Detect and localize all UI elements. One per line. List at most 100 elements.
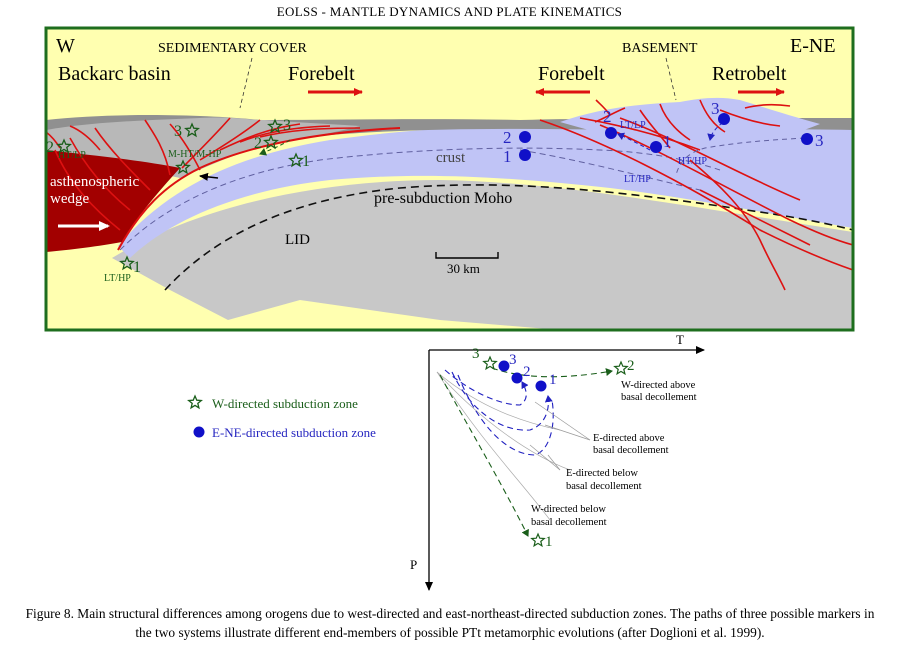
scale-bar	[435, 252, 499, 259]
blue-dot-3a	[718, 113, 730, 125]
label-forebelt-right: Forebelt	[538, 63, 605, 85]
label-scale: 30 km	[447, 261, 480, 276]
blue-number-1b: 1	[663, 132, 672, 151]
section-frame	[44, 26, 855, 332]
label-backarc-basin: Backarc basin	[58, 63, 171, 85]
blue-dot-2b	[605, 127, 617, 139]
blue-dot-2a	[519, 131, 531, 143]
pt-diagram: T P 3 3 2 1 2 1 W-	[410, 332, 705, 591]
legend-blue-label: E-NE-directed subduction zone	[212, 425, 376, 440]
cross-section: W E-NE SEDIMENTARY COVER BASEMENT Backar…	[44, 26, 855, 332]
blue-dot-1b	[650, 141, 662, 153]
pt-number-3-green: 3	[472, 346, 480, 362]
blue-number-2a: 2	[503, 128, 512, 147]
green-star-1b	[288, 152, 304, 168]
label-sedimentary-cover: SEDIMENTARY COVER	[158, 41, 308, 56]
e-below-label: E-directed below	[566, 468, 638, 479]
label-crust: crust	[436, 150, 466, 166]
e-marker-path-3	[675, 137, 806, 176]
e-above-label: E-directed above	[593, 433, 665, 444]
p-axis-label: P	[410, 557, 417, 572]
e-above-path-2	[451, 371, 553, 431]
blue-number-3a: 3	[711, 99, 720, 118]
blue-number-2b: 2	[603, 107, 612, 126]
w-fault-system	[46, 117, 361, 231]
green-number-1b: 1	[302, 153, 310, 170]
green-number-3b: 3	[283, 117, 291, 134]
green-star-1a	[119, 255, 135, 271]
blue-number-3b: 3	[815, 131, 824, 150]
pt-leaders	[529, 401, 591, 471]
w-above-label-2: basal decollement	[621, 392, 697, 403]
blue-markers	[519, 113, 813, 161]
w-above-label: W-directed above	[621, 380, 696, 391]
e-marker-path-2	[617, 132, 651, 151]
green-number-2a: 2	[46, 139, 54, 156]
lid-layer	[112, 180, 853, 330]
pt-green-star-3	[482, 355, 498, 371]
crust-dashed-path	[119, 147, 721, 251]
pt-number-2-green: 2	[627, 358, 635, 374]
e-above-label-2: basal decollement	[593, 445, 669, 456]
e-below-label-2: basal decollement	[566, 481, 642, 492]
e-below-path	[457, 374, 554, 456]
moho-line	[164, 184, 853, 291]
green-star-mid	[175, 159, 191, 175]
basement-leader	[665, 57, 677, 101]
label-moho: pre-subduction Moho	[374, 190, 512, 207]
label-lt-hp-green: LT/HP	[104, 273, 131, 284]
green-star-3b	[267, 118, 283, 134]
pt-green-star-1	[530, 532, 546, 548]
e-above-path	[444, 369, 529, 406]
green-star-2a	[56, 138, 72, 154]
pt-blue-dot-3	[498, 360, 510, 372]
figure-caption: Figure 8. Main structural differences am…	[25, 606, 875, 640]
blue-dot-3b	[801, 133, 813, 145]
legend: W-directed subduction zone E-NE-directed…	[187, 394, 376, 440]
slab-arrow	[199, 172, 219, 181]
blue-dot-1a	[519, 149, 531, 161]
w-below-label: W-directed below	[531, 504, 606, 515]
pt-number-2-blue: 2	[523, 364, 531, 380]
green-markers	[56, 118, 304, 271]
pt-blue-dot-1	[535, 380, 547, 392]
pt-number-3-blue: 3	[509, 352, 517, 368]
crust-dashed-path-2	[519, 149, 701, 191]
pt-number-1-green: 1	[545, 534, 553, 550]
legend-blue-dot-icon	[193, 426, 205, 438]
legend-green-label: W-directed subduction zone	[212, 396, 358, 411]
label-asthenospheric: asthenospheric	[50, 174, 139, 190]
pt-guides	[436, 371, 571, 521]
green-star-3a	[184, 122, 200, 138]
label-basement: BASEMENT	[622, 41, 698, 56]
label-lt-hp: LT/HP	[624, 174, 651, 185]
label-w: W	[56, 35, 75, 57]
figure-header: EOLSS - MANTLE DYNAMICS AND PLATE KINEMA…	[276, 4, 623, 19]
label-wedge: wedge	[50, 191, 89, 207]
label-forebelt-left: Forebelt	[288, 63, 355, 85]
w-below-label-2: basal decollement	[531, 517, 607, 528]
pt-blue-dot-2	[511, 372, 523, 384]
cover-leader	[239, 57, 253, 109]
subduction-fault	[117, 127, 401, 251]
pt-green-star-2	[613, 360, 629, 376]
label-retrobelt: Retrobelt	[712, 63, 787, 85]
green-number-1a: 1	[133, 259, 141, 276]
label-lt-lp: LT/LP	[620, 120, 646, 131]
label-lid: LID	[285, 232, 310, 248]
t-axis-label: T	[676, 332, 684, 347]
blue-number-1a: 1	[503, 147, 512, 166]
green-star-2b	[263, 134, 279, 150]
pt-number-1-blue: 1	[549, 372, 557, 388]
basement-wedge	[560, 97, 820, 160]
label-ht-lp: HT/LP	[58, 150, 86, 161]
label-ht-hp: HT/HP	[678, 156, 707, 167]
label-ene: E-NE	[790, 35, 836, 57]
green-number-3a: 3	[174, 123, 182, 140]
w-below-path	[439, 374, 529, 537]
e-fault-system	[539, 99, 853, 291]
label-m-ht-m-hp: M-HT/M-HP	[168, 149, 222, 160]
legend-green-star-icon	[187, 394, 203, 410]
green-number-2b: 2	[254, 135, 262, 152]
